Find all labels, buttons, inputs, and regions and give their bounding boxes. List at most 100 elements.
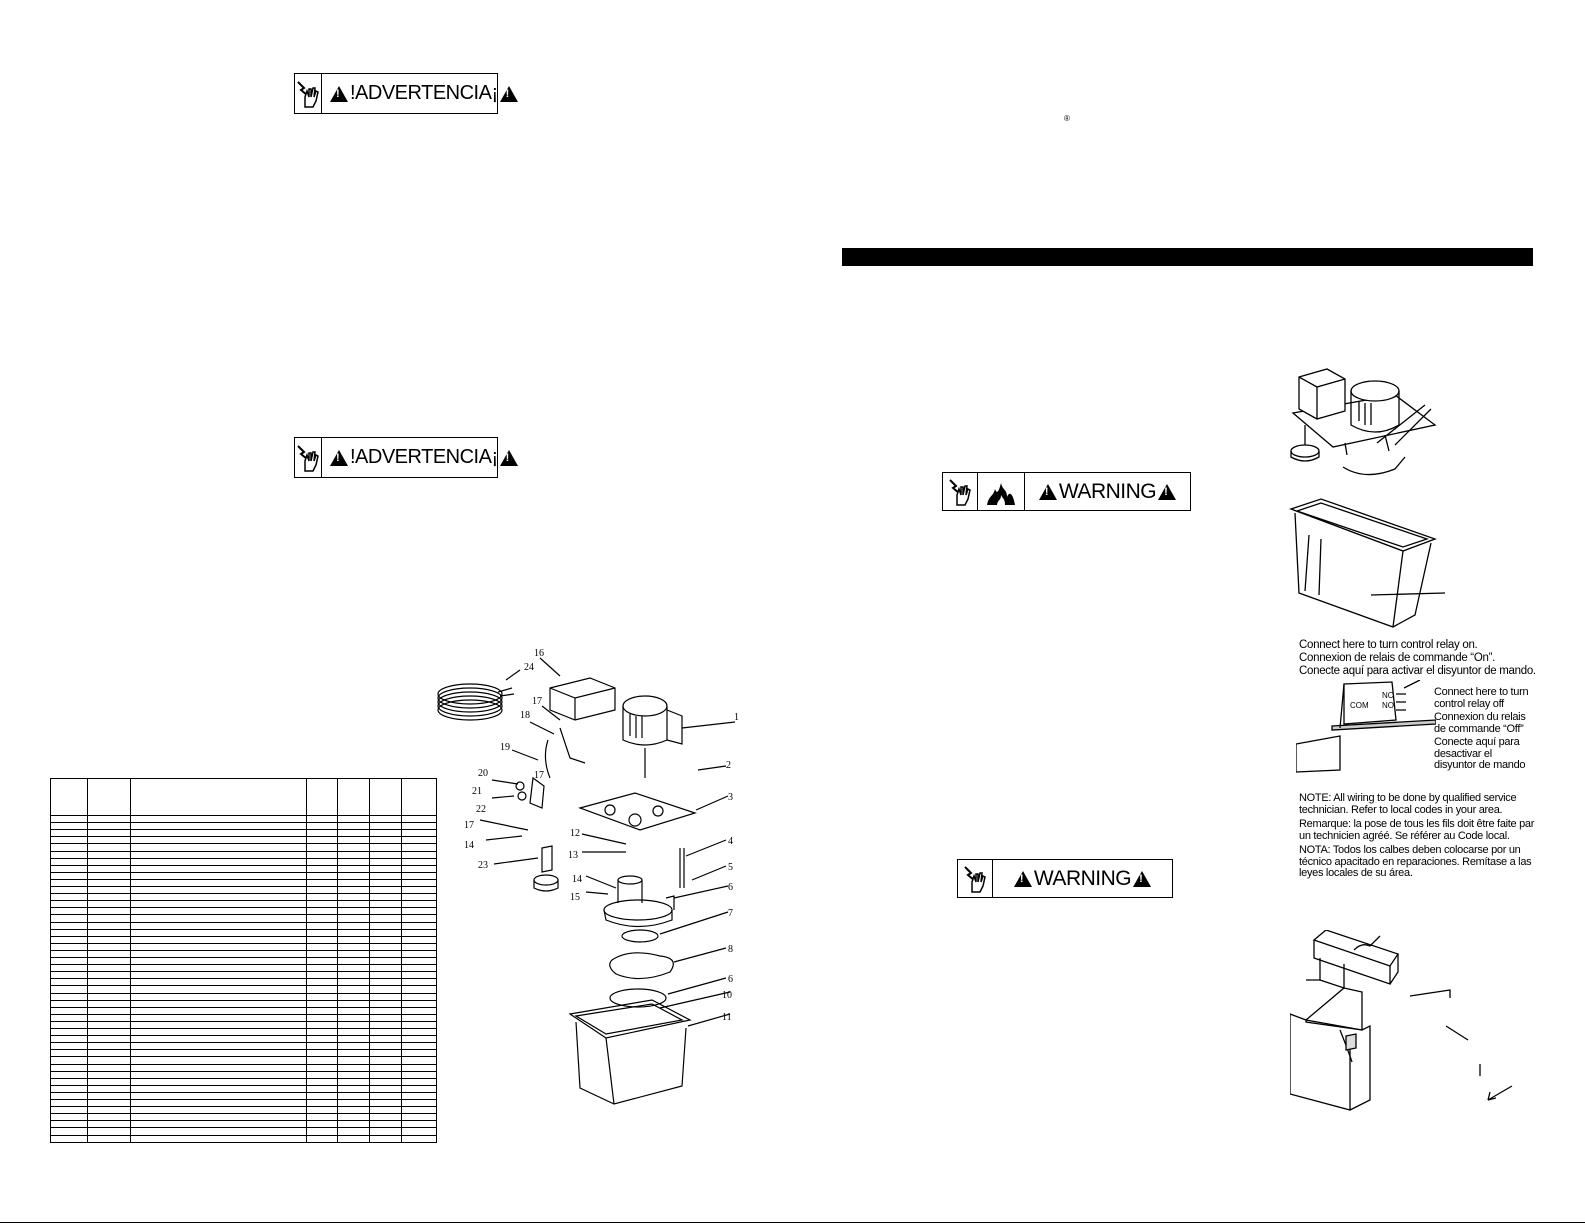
relay-off-line: control relay off — [1434, 697, 1504, 710]
relay-on-es: Conecte aquí para activar el disyuntor d… — [1299, 665, 1536, 677]
table-row-line — [51, 1134, 436, 1136]
terminal-com-label: COM — [1350, 701, 1369, 710]
callout-19: 19 — [500, 742, 510, 753]
callout-15: 15 — [570, 892, 580, 903]
callout-14: 14 — [464, 840, 474, 851]
callout-4: 4 — [728, 836, 733, 847]
table-row-line — [51, 935, 436, 937]
callout-8: 8 — [728, 944, 733, 955]
relay-off-line: desactivar el — [1434, 747, 1492, 760]
relay-on-instructions: Connect here to turn control relay on. C… — [1299, 639, 1536, 678]
table-row-line — [51, 992, 436, 994]
alert-triangle-icon — [330, 449, 348, 466]
warning-text: WARNING — [1058, 479, 1157, 503]
installation-illustration — [1290, 930, 1513, 1111]
table-row-line — [51, 978, 436, 980]
table-row-line — [51, 1063, 436, 1065]
table-row-line — [51, 857, 436, 859]
callout-24: 24 — [524, 662, 534, 673]
registered-mark: ® — [1064, 114, 1070, 123]
pump-housing-drawing — [603, 875, 675, 928]
callout-7: 7 — [728, 908, 733, 919]
wiring-note-fr: Remarque: la pose de tous les fils doit … — [1299, 818, 1535, 842]
callout-17: 17 — [532, 696, 542, 707]
table-row-line — [51, 1106, 436, 1108]
table-row-line — [51, 1056, 436, 1058]
table-row-line — [51, 1028, 436, 1029]
table-row-line — [51, 949, 436, 951]
alert-triangle-icon — [1038, 483, 1057, 500]
advertencia-text: !ADVERTENCIA¡ — [350, 82, 498, 104]
callout-5: 5 — [728, 862, 733, 873]
reservoir-tank-drawing — [568, 999, 692, 1105]
table-row-line — [51, 1006, 436, 1008]
callout-18: 18 — [520, 710, 530, 721]
callout-10: 10 — [722, 990, 732, 1001]
callout-13: 13 — [568, 850, 578, 861]
table-row-line — [51, 843, 436, 845]
callout-17c: 17 — [464, 820, 474, 831]
table-row-line — [51, 914, 436, 916]
advertencia-label-top: !ADVERTENCIA¡ — [294, 73, 518, 114]
alert-triangle-icon — [1013, 870, 1032, 887]
warning-label-shock-fire: WARNING — [942, 472, 1191, 511]
table-row-line — [51, 900, 436, 902]
callout-12: 12 — [570, 828, 580, 839]
callout-1: 1 — [734, 712, 739, 723]
terminal-no-label: NO — [1382, 701, 1394, 710]
alert-triangle-icon — [330, 85, 348, 102]
table-row-line — [51, 1084, 436, 1086]
warning-text: WARNING — [1033, 866, 1132, 890]
table-row-line — [51, 850, 436, 852]
power-cord-coil-drawing — [437, 683, 515, 721]
electric-shock-hand-icon — [295, 74, 322, 113]
table-row-line — [51, 999, 436, 1001]
callout-6: 6 — [728, 882, 733, 893]
section-header-bar — [842, 248, 1533, 266]
callout-21: 21 — [472, 786, 482, 797]
wiring-note-en: NOTE: All wiring to be done by qualified… — [1299, 792, 1517, 816]
table-row-line — [51, 878, 436, 880]
page-bottom-rule — [0, 1222, 1585, 1223]
table-row-line — [51, 907, 436, 909]
table-row-line — [51, 985, 436, 987]
relay-off-line: Conecte aquí para — [1434, 736, 1520, 748]
callout-16: 16 — [534, 648, 544, 659]
relay-off-line: disyuntor de mando — [1434, 759, 1526, 771]
callout-3: 3 — [728, 792, 733, 803]
relay-off-line: de commande “Off” — [1434, 722, 1524, 735]
motor-drawing — [622, 695, 683, 778]
table-row-line — [51, 1120, 436, 1122]
electric-shock-hand-icon — [943, 473, 978, 510]
alert-triangle-icon — [499, 85, 518, 102]
table-row-line — [51, 822, 436, 824]
callout-6b: 6 — [728, 974, 733, 985]
exploded-parts-diagram: 16 24 17 18 1 19 20 17 2 21 22 3 17 12 1… — [437, 648, 739, 1105]
table-row-line — [51, 942, 436, 944]
reservoir-illustration — [1289, 498, 1446, 628]
relay-off-instructions: Connect here to turn control relay off C… — [1434, 686, 1529, 772]
table-row-line — [51, 886, 436, 887]
relay-terminal-diagram: COM NC NO — [1296, 680, 1436, 773]
callout-11: 11 — [722, 1012, 732, 1023]
control-relay-box-drawing — [549, 677, 616, 721]
pump-assembly-illustration — [1290, 368, 1437, 476]
callout-20: 20 — [478, 768, 488, 779]
table-row-line — [51, 971, 436, 973]
alert-triangle-icon — [499, 449, 518, 466]
table-row-line — [51, 1113, 436, 1115]
fire-hazard-icon — [978, 473, 1025, 510]
table-row-line — [51, 1013, 436, 1015]
relay-off-line: Connect here to turn — [1434, 686, 1529, 698]
advertencia-text: !ADVERTENCIA¡ — [350, 446, 498, 468]
table-row-line — [51, 1127, 436, 1129]
callout-14b: 14 — [572, 874, 582, 885]
electric-shock-hand-icon — [958, 860, 993, 897]
table-row-line — [51, 815, 436, 816]
callout-23: 23 — [478, 860, 488, 871]
advertencia-label-mid: !ADVERTENCIA¡ — [294, 437, 518, 478]
callout-17b: 17 — [534, 770, 544, 781]
table-row-line — [51, 1042, 436, 1044]
table-row-line — [51, 1049, 436, 1051]
relay-off-line: Connexion du relais — [1434, 711, 1526, 723]
